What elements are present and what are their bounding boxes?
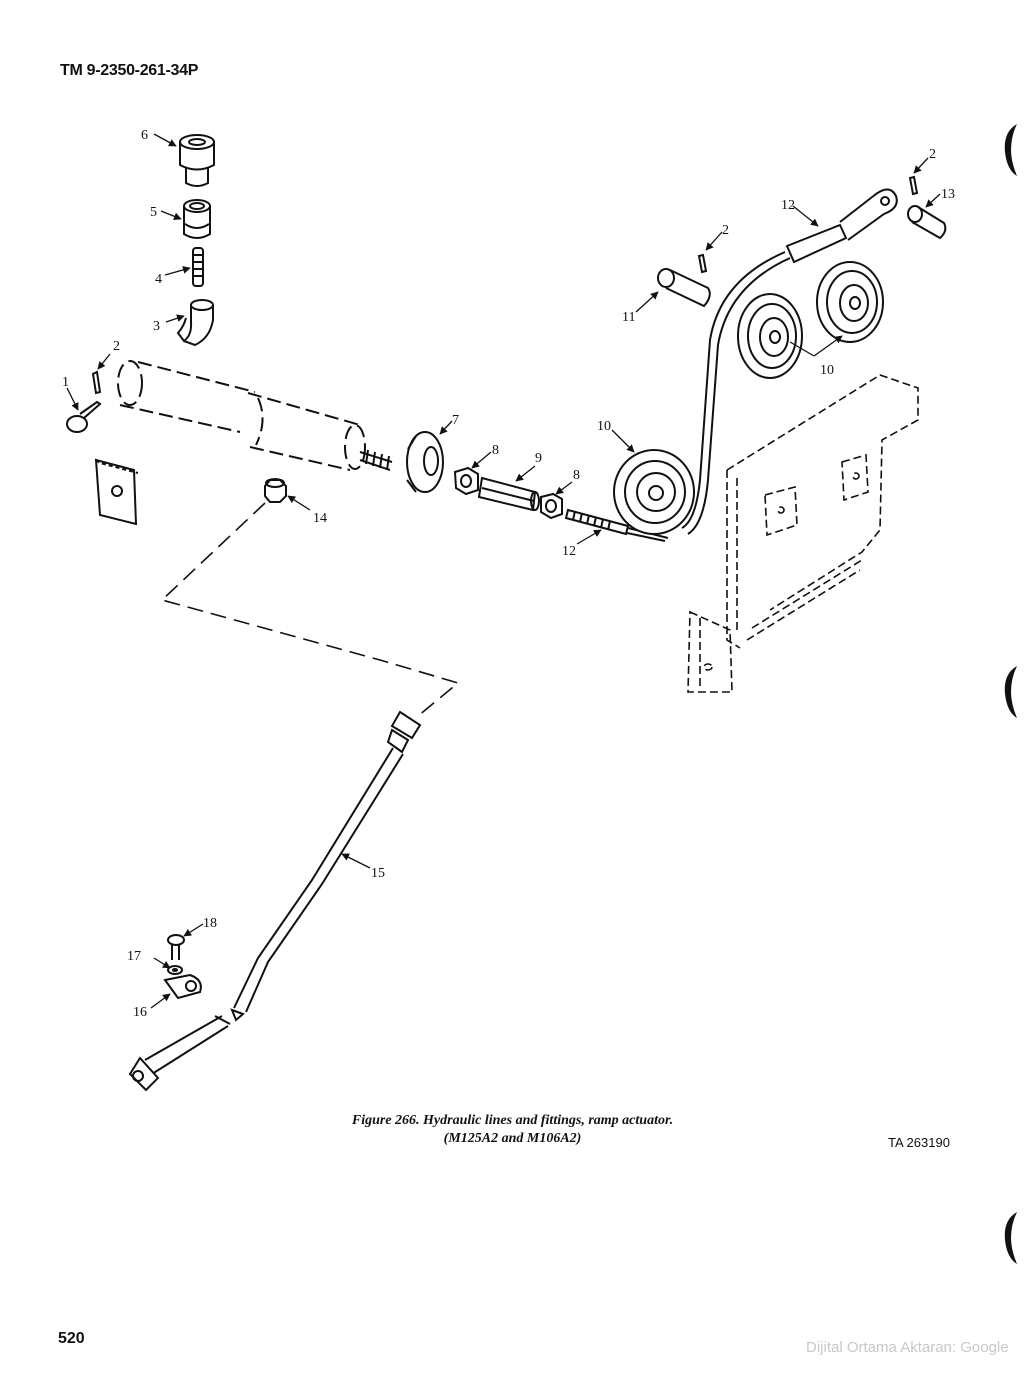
- leader-lines: [66, 133, 941, 1009]
- part-6-cap-fitting: [179, 134, 215, 187]
- callout-15: 15: [371, 866, 385, 881]
- part-8-nut-left: [453, 466, 479, 496]
- callout-10-upper: 10: [820, 363, 834, 378]
- caption-line-2: (M125A2 and M106A2): [443, 1131, 582, 1146]
- callout-17: 17: [127, 949, 141, 964]
- figure-caption: Figure 266. Hydraulic lines and fittings…: [0, 1112, 1025, 1148]
- part-2-cotter-pin-middle: [697, 253, 708, 274]
- part-2-cotter-pin-right: [908, 175, 919, 196]
- ramp-actuator-cylinder-phantom: [117, 360, 366, 471]
- part-5-coupling: [183, 199, 211, 239]
- callout-16: 16: [133, 1005, 147, 1020]
- part-9-coupling-nut: [477, 476, 540, 512]
- callout-2-middle: 2: [722, 223, 729, 238]
- part-18-screw: [167, 934, 185, 960]
- digitization-watermark: Dijital Ortama Aktaran: Google: [806, 1339, 1009, 1356]
- page-number: 520: [58, 1330, 85, 1347]
- part-3-elbow: [176, 299, 214, 347]
- callout-5: 5: [150, 205, 157, 220]
- callout-13: 13: [941, 187, 955, 202]
- document-id: TM 9-2350-261-34P: [60, 62, 199, 79]
- callout-18: 18: [203, 916, 217, 931]
- caption-line-1: Figure 266. Hydraulic lines and fittings…: [351, 1113, 674, 1128]
- part-8-nut-right: [540, 492, 563, 520]
- part-11-pin: [657, 268, 711, 308]
- callout-8-right: 8: [573, 468, 580, 483]
- part-16-clamp: [163, 973, 202, 1000]
- callout-14: 14: [313, 511, 327, 526]
- callout-8-left: 8: [492, 443, 499, 458]
- part-12-cable-assembly: [681, 188, 898, 535]
- mounting-bracket-left: [94, 458, 139, 526]
- part-13-pin: [907, 205, 947, 240]
- callout-11: 11: [622, 310, 635, 325]
- callout-1: 1: [62, 375, 69, 390]
- binding-edge-mark: [1004, 666, 1017, 718]
- part-15-hydraulic-tube: [128, 710, 422, 1092]
- callout-12-lower: 12: [562, 544, 576, 559]
- actuator-threaded-rod: [359, 449, 393, 471]
- part-7-washer: [406, 431, 444, 493]
- part-17-washer: [167, 965, 183, 975]
- callout-9: 9: [535, 451, 542, 466]
- part-1-pin: [66, 400, 102, 433]
- callout-7: 7: [452, 413, 459, 428]
- callout-2-right: 2: [929, 147, 936, 162]
- callout-12-upper: 12: [781, 198, 795, 213]
- callout-6: 6: [141, 128, 148, 143]
- part-14-fitting: [264, 478, 287, 503]
- hose-route-phantom: [160, 502, 460, 717]
- callout-2-left: 2: [113, 339, 120, 354]
- binding-edge-mark: [1004, 1212, 1017, 1264]
- binding-edge-mark: [1004, 124, 1017, 176]
- callout-3: 3: [153, 319, 160, 334]
- hull-bracket-phantom: [687, 374, 919, 693]
- part-10-pulley-upper-right: [816, 261, 884, 343]
- callout-4: 4: [155, 272, 162, 287]
- callout-labels: 6 5 4 3 2 1 7 8 9 8 10 10 11 2 2 13 12 1…: [62, 128, 955, 1020]
- part-10-pulley-lower: [613, 449, 695, 535]
- ta-reference: TA 263190: [888, 1135, 950, 1150]
- part-4-nipple: [192, 247, 204, 287]
- part-10-pulley-upper-left: [737, 293, 803, 379]
- part-2-cotter-pin-left: [91, 370, 102, 395]
- callout-10-lower: 10: [597, 419, 611, 434]
